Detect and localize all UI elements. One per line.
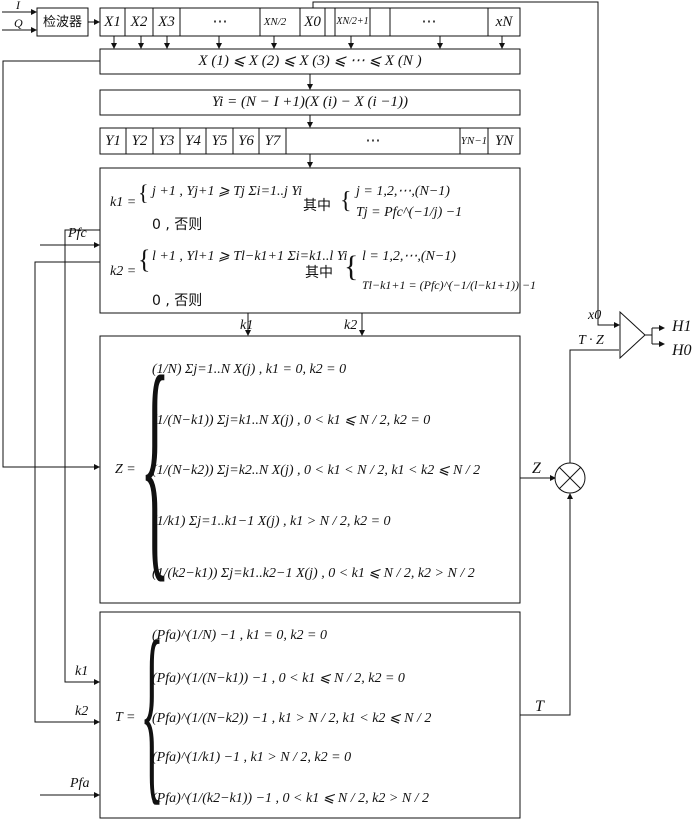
- k2-input-label: k2: [75, 704, 89, 719]
- y-cell: Y3: [158, 132, 175, 149]
- z-case: (1/(N−k2)) Σj=k2..N X(j) , 0 < k1 < N / …: [152, 463, 481, 478]
- x-cell: X2: [130, 13, 148, 30]
- k1-cond2: Tj = Pfc^(−1/j) −1: [356, 205, 463, 220]
- k1-case2: 0 , 否则: [152, 217, 203, 233]
- t-case: (Pfa)^(1/N) −1 , k1 = 0, k2 = 0: [152, 628, 327, 643]
- t-case: (Pfa)^(1/(k2−k1)) −1 , 0 < k1 ⩽ N / 2, k…: [152, 791, 430, 806]
- t-case: (Pfa)^(1/(N−k1)) −1 , 0 < k1 ⩽ N / 2, k2…: [152, 671, 405, 686]
- t-case: (Pfa)^(1/(N−k2)) −1 , k1 > N / 2, k1 < k…: [152, 711, 432, 726]
- k2-cond2: Tl−k1+1 = (Pfc)^(−1/(l−k1+1)) −1: [362, 278, 537, 292]
- z-case: (1/(N−k1)) Σj=k1..N X(j) , 0 < k1 ⩽ N / …: [152, 413, 431, 428]
- x-cell: X3: [158, 13, 175, 30]
- k1-input-label: k1: [75, 664, 89, 679]
- k2-lhs: k2 =: [110, 264, 137, 279]
- y-cell: ⋯: [365, 132, 381, 149]
- y-cell: Y7: [264, 132, 281, 149]
- z-signal-label: Z: [532, 460, 541, 477]
- input-i-label: I: [16, 0, 20, 12]
- pfc-label: Pfc: [68, 226, 87, 241]
- t-lhs: T =: [115, 710, 136, 725]
- y-formula-block: Yi = (N − I +1)(X (i) − X (i −1)): [211, 94, 409, 110]
- k2-case2: 0 , 否则: [152, 293, 203, 309]
- x-cell: X1: [104, 13, 121, 30]
- pfa-label: Pfa: [70, 776, 90, 791]
- h0-output-label: H0: [672, 342, 692, 359]
- x-cell: ⋯: [212, 13, 228, 30]
- x0-cell: X0: [304, 13, 321, 30]
- z-case: (1/N) Σj=1..N X(j) , k1 = 0, k2 = 0: [152, 362, 347, 377]
- x-cell: XN/2: [263, 15, 287, 28]
- z-case: (1/k1) Σj=1..k1−1 X(j) , k1 > N / 2, k2 …: [152, 514, 391, 529]
- x-cell: xN: [495, 13, 513, 30]
- z-case: (1/(k2−k1)) Σj=k1..k2−1 X(j) , 0 < k1 ⩽ …: [152, 566, 475, 581]
- y-cell: YN: [494, 132, 514, 149]
- y-cell: YN−1: [460, 134, 488, 147]
- k1-where: 其中: [303, 198, 331, 214]
- x-cell: ⋯: [421, 13, 437, 30]
- t-case: (Pfa)^(1/k1) −1 , k1 > N / 2, k2 = 0: [152, 750, 352, 765]
- input-q-label: Q: [14, 16, 23, 30]
- detector-block: 检波器: [42, 14, 82, 30]
- k1-lhs: k1 =: [110, 195, 137, 210]
- k2-where: 其中: [305, 265, 333, 281]
- x0-signal-label: x0: [588, 308, 602, 323]
- sort-block: X (1) ⩽ X (2) ⩽ X (3) ⩽ ⋯ ⩽ X (N ): [198, 53, 422, 69]
- k1-case1: j +1 , Yj+1 ⩾ Tj Σi=1..j Yi: [152, 184, 303, 199]
- k2-case1: l +1 , Yl+1 ⩾ Tl−k1+1 Σi=k1..l Yi: [152, 249, 348, 264]
- y-cell: Y1: [105, 132, 121, 149]
- t-signal-label: T: [535, 698, 544, 715]
- y-cell: Y5: [211, 132, 228, 149]
- h1-output-label: H1: [672, 318, 692, 335]
- tz-signal-label: T · Z: [578, 333, 604, 348]
- x-cell: XN/2+1: [336, 16, 369, 27]
- k1-cond1: j = 1,2,⋯,(N−1): [356, 184, 450, 199]
- k2-cond1: l = 1,2,⋯,(N−1): [362, 249, 456, 264]
- z-lhs: Z =: [115, 462, 136, 477]
- y-cell: Y2: [131, 132, 148, 149]
- k2-arrow-label: k2: [344, 318, 358, 333]
- y-cell: Y6: [238, 132, 254, 149]
- k1-arrow-label: k1: [240, 318, 254, 333]
- y-cell: Y4: [185, 132, 201, 149]
